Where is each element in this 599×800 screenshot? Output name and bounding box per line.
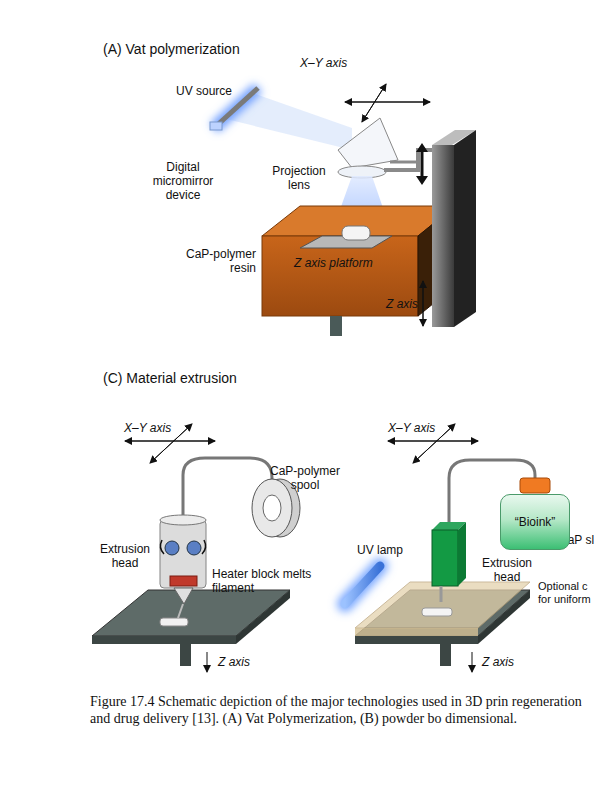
axis-label: Z axis bbox=[218, 655, 250, 669]
part-label: Z axis platform bbox=[294, 256, 373, 270]
section-heading: (A) Vat polymerization bbox=[103, 41, 240, 57]
part-label: Extrusion head bbox=[474, 556, 540, 584]
axis-label: Z axis bbox=[386, 297, 418, 311]
axis-label: Z axis bbox=[482, 655, 514, 669]
part-label: Heater block melts filament bbox=[212, 567, 312, 595]
part-label: UV lamp bbox=[357, 543, 403, 557]
axis-label: X–Y axis bbox=[300, 56, 347, 70]
part-label: CaP-polymer resin bbox=[166, 247, 256, 275]
part-label: Extrusion head bbox=[92, 542, 158, 570]
axis-label: X–Y axis bbox=[388, 421, 435, 435]
axis-label: X–Y axis bbox=[124, 421, 171, 435]
part-label: Digital micromirror device bbox=[150, 160, 216, 202]
part-label: UV source bbox=[176, 84, 232, 98]
bottle-label: “Bioink” bbox=[515, 515, 556, 529]
part-label: CaP-polymer spool bbox=[262, 464, 348, 492]
part-label: Optional c for uniform bbox=[538, 580, 596, 606]
figure-caption: Figure 17.4 Schematic depiction of the m… bbox=[90, 693, 590, 727]
part-label: Projection lens bbox=[266, 164, 332, 192]
section-heading: (C) Material extrusion bbox=[103, 370, 237, 386]
bioink-bottle: “Bioink” bbox=[500, 494, 570, 550]
